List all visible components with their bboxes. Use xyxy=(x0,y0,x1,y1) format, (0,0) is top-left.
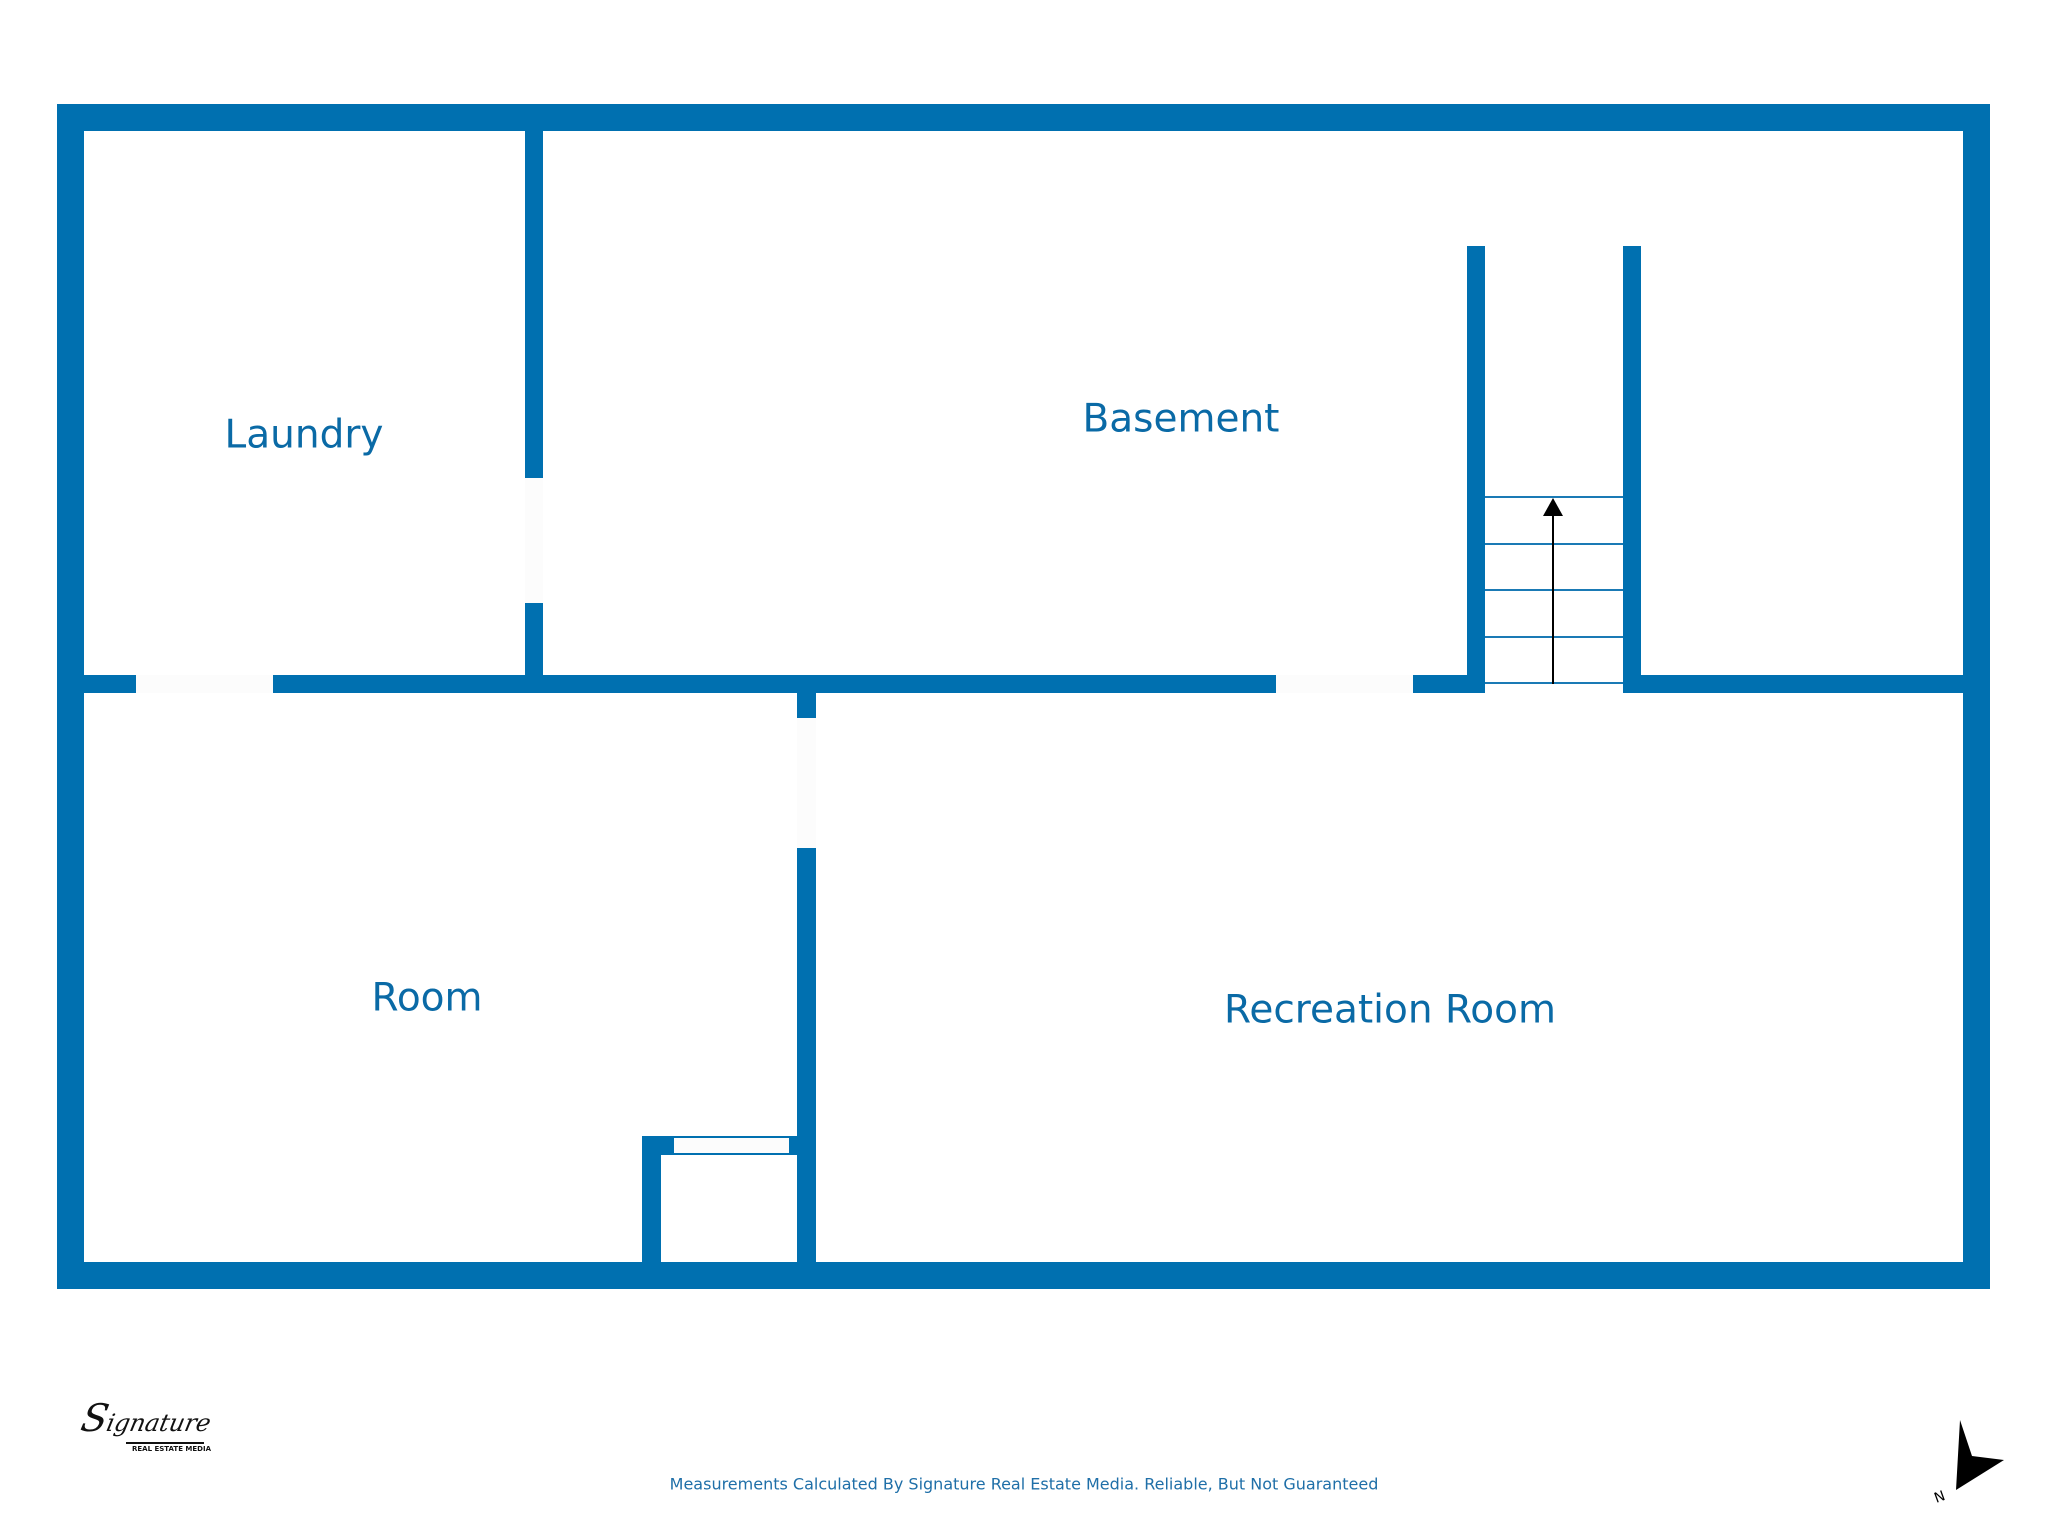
outer-wall-bottom xyxy=(57,1262,1990,1289)
laundry-divider-wall xyxy=(525,104,543,693)
doorway xyxy=(136,675,273,693)
room-label-recreation-room: Recreation Room xyxy=(1223,987,1557,1033)
doorway xyxy=(1276,675,1413,693)
middle-wall-right xyxy=(1623,675,1990,693)
logo-rule xyxy=(126,1442,204,1444)
room-label-basement: Basement xyxy=(1082,396,1280,442)
signature-logo: Signature REAL ESTATE MEDIA xyxy=(74,1392,213,1468)
disclaimer-text: Measurements Calculated By Signature Rea… xyxy=(669,1474,1379,1494)
outer-wall-left xyxy=(57,104,84,1289)
arrow-up-icon xyxy=(1543,498,1563,684)
stair-wall-right xyxy=(1623,246,1641,693)
stair-wall-left xyxy=(1467,246,1485,693)
closet-wall-left xyxy=(642,1136,661,1276)
outer-wall-right xyxy=(1963,104,1990,1289)
doorway xyxy=(525,478,543,603)
compass-label: N xyxy=(1932,1488,1947,1504)
logo-script: Signature xyxy=(77,1396,214,1440)
middle-wall-left xyxy=(57,675,1485,693)
room-label-room: Room xyxy=(371,975,483,1021)
doorway xyxy=(674,1138,789,1153)
outer-wall-top xyxy=(57,104,1990,131)
north-arrow-icon: N xyxy=(1932,1420,2004,1504)
stair-tread xyxy=(1485,496,1623,498)
room-label-laundry: Laundry xyxy=(224,412,384,458)
logo-subtext: REAL ESTATE MEDIA xyxy=(132,1445,211,1453)
doorway xyxy=(797,718,816,848)
